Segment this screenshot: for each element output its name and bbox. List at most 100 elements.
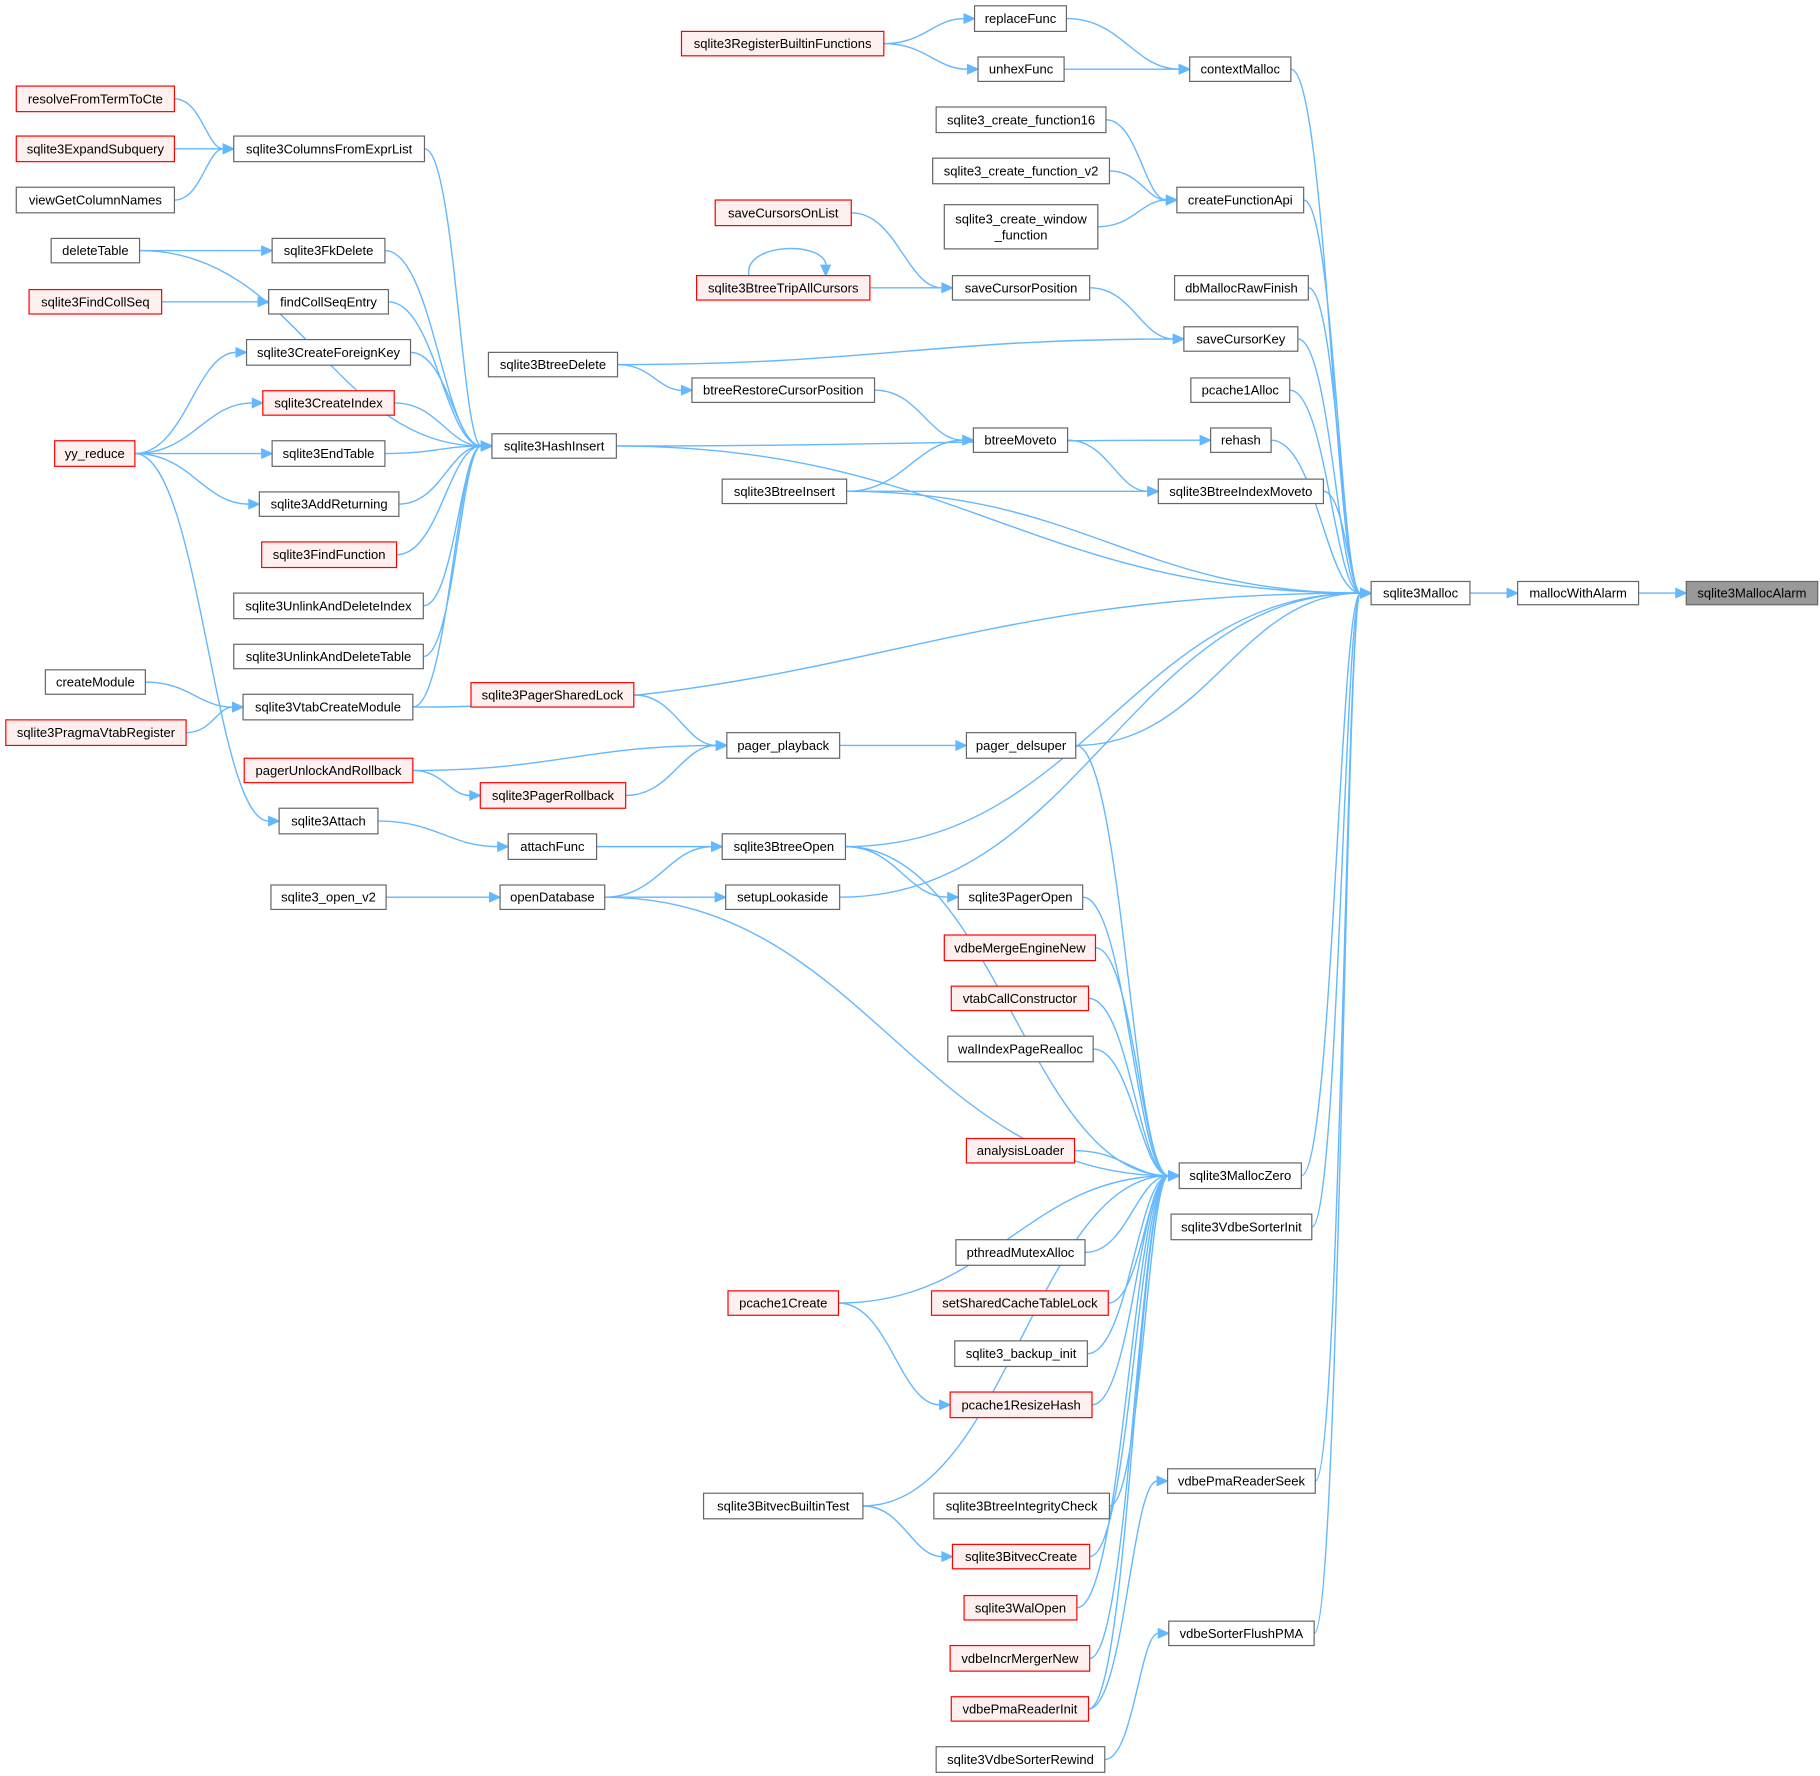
- node-sqlite3-vdbe-sorter-rewind[interactable]: sqlite3VdbeSorterRewind: [935, 1746, 1106, 1773]
- node-sqlite3-btree-trip-all-cursors[interactable]: sqlite3BtreeTripAllCursors: [696, 275, 871, 301]
- node-sqlite3-backup-init[interactable]: sqlite3_backup_init: [954, 1340, 1088, 1368]
- node-vtab-call-constructor[interactable]: vtabCallConstructor: [950, 985, 1090, 1012]
- edge-sqlite3-create-window-function-to-create-function-api: [1097, 194, 1179, 228]
- node-sqlite3-malloc[interactable]: sqlite3Malloc: [1370, 580, 1471, 606]
- call-edges: [134, 13, 1688, 1761]
- node-pager-delsuper[interactable]: pager_delsuper: [965, 732, 1077, 759]
- node-sqlite3-pager-open[interactable]: sqlite3PagerOpen: [957, 884, 1084, 911]
- node-sqlite3-pager-rollback[interactable]: sqlite3PagerRollback: [479, 782, 627, 809]
- node-sqlite3-btree-index-moveto[interactable]: sqlite3BtreeIndexMoveto: [1157, 478, 1325, 505]
- node-box: [1189, 56, 1292, 83]
- node-label: sqlite3CreateForeignKey: [257, 345, 401, 360]
- node-sqlite3-wal-open[interactable]: sqlite3WalOpen: [963, 1594, 1078, 1621]
- node-sqlite3-pragma-vtab-register[interactable]: sqlite3PragmaVtabRegister: [5, 719, 187, 747]
- edge-malloc-with-alarm-to-sqlite3-malloc-alarm: [1638, 587, 1688, 599]
- node-label: yy_reduce: [65, 446, 125, 461]
- node-sqlite3-create-function16[interactable]: sqlite3_create_function16: [935, 106, 1107, 134]
- node-resolve-from-term-to-cte[interactable]: resolveFromTermToCte: [15, 85, 176, 113]
- node-unhex-func[interactable]: unhexFunc: [977, 56, 1065, 83]
- node-db-malloc-raw-finish[interactable]: dbMallocRawFinish: [1173, 275, 1309, 301]
- node-vdbe-sorter-flush-pma[interactable]: vdbeSorterFlushPMA: [1168, 1620, 1315, 1647]
- node-vdbe-incr-merger-new[interactable]: vdbeIncrMergerNew: [949, 1644, 1091, 1672]
- node-view-get-column-names[interactable]: viewGetColumnNames: [15, 186, 176, 214]
- edge-rehash-to-sqlite3-malloc: [1271, 439, 1373, 599]
- node-sqlite3-pager-shared-lock[interactable]: sqlite3PagerSharedLock: [470, 682, 635, 708]
- node-sqlite3-find-coll-seq[interactable]: sqlite3FindCollSeq: [28, 288, 163, 315]
- node-sqlite3-vtab-create-module[interactable]: sqlite3VtabCreateModule: [242, 693, 414, 721]
- node-sqlite3-create-window-function[interactable]: sqlite3_create_window_function: [943, 204, 1099, 250]
- node-sqlite3-malloc-zero[interactable]: sqlite3MallocZero: [1178, 1162, 1302, 1190]
- node-sqlite3-btree-open[interactable]: sqlite3BtreeOpen: [721, 833, 847, 861]
- node-sqlite3-bitvec-create[interactable]: sqlite3BitvecCreate: [951, 1543, 1091, 1570]
- node-sqlite3-columns-from-expr-list[interactable]: sqlite3ColumnsFromExprList: [233, 135, 426, 163]
- node-label: deleteTable: [62, 243, 129, 258]
- node-btree-restore-cursor-position[interactable]: btreeRestoreCursorPosition: [691, 377, 876, 403]
- edge-wal-index-page-realloc-to-sqlite3-malloc-zero: [1093, 1048, 1181, 1182]
- node-box: [1176, 186, 1305, 214]
- node-replace-func[interactable]: replaceFunc: [973, 5, 1068, 32]
- node-sqlite3-expand-subquery[interactable]: sqlite3ExpandSubquery: [15, 135, 176, 163]
- edge-sqlite3-register-builtin-functions-to-replace-func: [883, 13, 976, 45]
- node-box: [963, 1594, 1078, 1621]
- node-pcache1-resize-hash[interactable]: pcache1ResizeHash: [949, 1391, 1093, 1419]
- node-vdbe-pma-reader-init[interactable]: vdbePmaReaderInit: [950, 1696, 1090, 1722]
- node-save-cursors-on-list[interactable]: saveCursorsOnList: [714, 199, 852, 227]
- edge-vdbe-pma-reader-init-to-vdbe-pma-reader-seek: [1088, 1475, 1170, 1710]
- node-sqlite3-btree-insert[interactable]: sqlite3BtreeInsert: [721, 478, 848, 505]
- node-sqlite3-hash-insert[interactable]: sqlite3HashInsert: [491, 433, 617, 459]
- node-open-database[interactable]: openDatabase: [499, 884, 606, 911]
- node-label: sqlite3PragmaVtabRegister: [17, 725, 176, 740]
- node-context-malloc[interactable]: contextMalloc: [1189, 56, 1292, 83]
- node-sqlite3-vdbe-sorter-init[interactable]: sqlite3VdbeSorterInit: [1170, 1213, 1313, 1241]
- node-label: analysisLoader: [977, 1143, 1065, 1158]
- node-sqlite3-open-v2[interactable]: sqlite3_open_v2: [270, 884, 387, 911]
- node-sqlite3-create-index[interactable]: sqlite3CreateIndex: [262, 390, 395, 416]
- node-box: [268, 288, 390, 315]
- node-create-module[interactable]: createModule: [44, 669, 146, 695]
- node-find-coll-seq-entry[interactable]: findCollSeqEntry: [268, 288, 390, 315]
- node-sqlite3-unlink-and-delete-table[interactable]: sqlite3UnlinkAndDeleteTable: [233, 643, 424, 670]
- node-yy-reduce[interactable]: yy_reduce: [54, 440, 136, 467]
- edge-pcache1-create-to-pcache1-resize-hash: [838, 1302, 952, 1411]
- node-set-shared-cache-table-lock[interactable]: setSharedCacheTableLock: [930, 1290, 1109, 1316]
- node-sqlite3-register-builtin-functions[interactable]: sqlite3RegisterBuiltinFunctions: [680, 30, 885, 57]
- node-save-cursor-position[interactable]: saveCursorPosition: [951, 275, 1091, 301]
- node-label: sqlite3PagerRollback: [492, 788, 615, 803]
- node-rehash[interactable]: rehash: [1210, 427, 1272, 453]
- node-attach-func[interactable]: attachFunc: [507, 833, 598, 861]
- node-delete-table[interactable]: deleteTable: [50, 237, 141, 264]
- node-pcache1-create[interactable]: pcache1Create: [727, 1290, 840, 1316]
- node-sqlite3-attach[interactable]: sqlite3Attach: [278, 807, 379, 835]
- node-pcache1-alloc[interactable]: pcache1Alloc: [1190, 377, 1291, 403]
- node-wal-index-page-realloc[interactable]: walIndexPageRealloc: [947, 1035, 1094, 1063]
- node-vdbe-pma-reader-seek[interactable]: vdbePmaReaderSeek: [1166, 1468, 1316, 1494]
- node-box: [721, 478, 848, 505]
- node-sqlite3-create-foreign-key[interactable]: sqlite3CreateForeignKey: [245, 338, 412, 366]
- node-btree-moveto[interactable]: btreeMoveto: [972, 427, 1069, 453]
- node-sqlite3-unlink-and-delete-index[interactable]: sqlite3UnlinkAndDeleteIndex: [233, 592, 424, 620]
- node-label: sqlite3VdbeSorterInit: [1181, 1219, 1302, 1234]
- edge-attach-func-to-sqlite3-btree-open: [596, 841, 724, 853]
- node-pager-unlock-and-rollback[interactable]: pagerUnlockAndRollback: [243, 757, 414, 784]
- node-vdbe-merge-engine-new[interactable]: vdbeMergeEngineNew: [943, 934, 1097, 962]
- node-setup-lookaside[interactable]: setupLookaside: [725, 884, 841, 911]
- node-save-cursor-key[interactable]: saveCursorKey: [1183, 326, 1299, 352]
- node-sqlite3-create-function-v2[interactable]: sqlite3_create_function_v2: [932, 157, 1111, 185]
- node-sqlite3-btree-delete[interactable]: sqlite3BtreeDelete: [487, 351, 619, 378]
- node-create-function-api[interactable]: createFunctionApi: [1176, 186, 1305, 214]
- node-sqlite3-find-function[interactable]: sqlite3FindFunction: [261, 541, 398, 569]
- node-sqlite3-bitvec-builtin-test[interactable]: sqlite3BitvecBuiltinTest: [702, 1492, 864, 1520]
- node-sqlite3-end-table[interactable]: sqlite3EndTable: [271, 440, 386, 467]
- node-box: [258, 491, 400, 517]
- node-label: viewGetColumnNames: [29, 193, 162, 208]
- node-sqlite3-btree-integrity-check[interactable]: sqlite3BtreeIntegrityCheck: [933, 1492, 1111, 1520]
- node-analysis-loader[interactable]: analysisLoader: [965, 1137, 1076, 1164]
- node-pthread-mutex-alloc[interactable]: pthreadMutexAlloc: [955, 1239, 1086, 1266]
- node-sqlite3-add-returning[interactable]: sqlite3AddReturning: [258, 491, 400, 517]
- node-box: [1210, 427, 1272, 453]
- node-malloc-with-alarm[interactable]: mallocWithAlarm: [1517, 580, 1640, 606]
- node-sqlite3-fk-delete[interactable]: sqlite3FkDelete: [271, 237, 386, 264]
- node-pager-playback[interactable]: pager_playback: [726, 732, 841, 759]
- node-label: setSharedCacheTableLock: [942, 1296, 1098, 1311]
- node-sqlite3-malloc-alarm[interactable]: sqlite3MallocAlarm: [1685, 580, 1819, 606]
